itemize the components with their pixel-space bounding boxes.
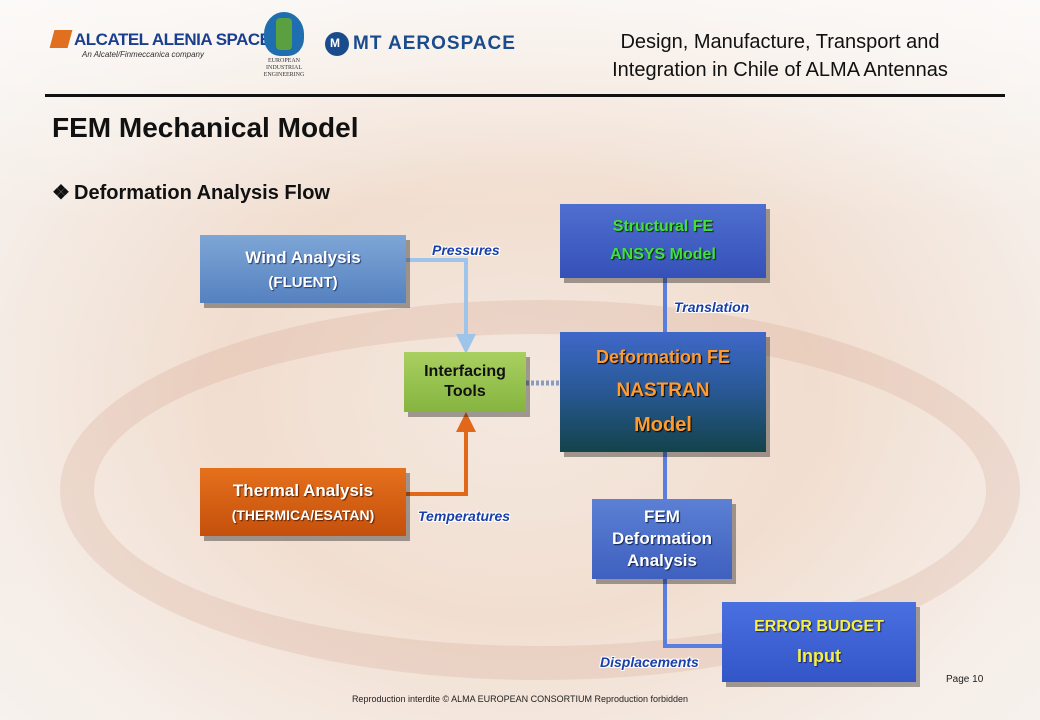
wind-analysis-tool: (FLUENT) [268, 273, 338, 291]
interfacing-line2: Tools [444, 383, 486, 400]
translation-label: Translation [674, 299, 750, 315]
document-title-line2: Integration in Chile of ALMA Antennas [612, 59, 948, 81]
thermal-analysis-title: Thermal Analysis [232, 481, 374, 500]
error-budget-line2: Input [797, 645, 841, 666]
document-title-line1: Design, Manufacture, Transport and [620, 31, 940, 53]
error-budget-node: ERROR BUDGET Input [722, 602, 916, 682]
fem-line2: Deformation [611, 529, 713, 548]
alcatel-alenia-logo: ALCATEL ALENIA SPACE An Alcatel/Finmecca… [49, 30, 271, 59]
bullet-item: ❖Deformation Analysis Flow [52, 180, 330, 205]
deformation-fe-line3: Model [634, 414, 692, 436]
mt-aerospace-logo: MT AEROSPACE [325, 32, 516, 56]
alcatel-logo-name: ALCATEL ALENIA SPACE [74, 30, 271, 49]
structural-line1: Structural FE [612, 218, 714, 235]
deformation-fe-line2: NASTRAN [616, 380, 710, 401]
eie-emblem-icon [264, 12, 304, 56]
error-budget-line1: ERROR BUDGET [754, 617, 884, 635]
thermal-analysis-tool: (THERMICA/ESATAN) [231, 507, 375, 523]
pressures-label: Pressures [432, 242, 500, 258]
thermal-analysis-node: Thermal Analysis (THERMICA/ESATAN) [200, 468, 406, 536]
header-divider [45, 94, 1005, 97]
temperatures-label: Temperatures [418, 508, 511, 524]
temperatures-connector [406, 412, 476, 496]
fem-line3: Analysis [627, 551, 697, 570]
alcatel-logo-subtitle: An Alcatel/Finmeccanica company [82, 50, 204, 59]
structural-fe-node: Structural FE ANSYS Model [560, 204, 766, 278]
wind-analysis-node: Wind Analysis (FLUENT) [200, 235, 406, 303]
diamond-bullet-icon: ❖ [52, 182, 70, 204]
wind-analysis-title: Wind Analysis [245, 247, 361, 267]
document-title: Design, Manufacture, Transport and Integ… [560, 28, 1000, 84]
eie-logo-text: EUROPEAN INDUSTRIAL ENGINEERING [263, 58, 305, 78]
mt-aerospace-logo-name: MT AEROSPACE [353, 33, 516, 54]
displacements-connector [663, 579, 722, 648]
european-industrial-engineering-logo: EUROPEAN INDUSTRIAL ENGINEERING [260, 12, 308, 79]
deformation-fe-line1: Deformation FE [595, 347, 730, 367]
bullet-text: Deformation Analysis Flow [74, 182, 330, 204]
mt-aerospace-emblem-icon [325, 32, 349, 56]
fem-deformation-analysis-node: FEM Deformation Analysis [592, 499, 732, 579]
structural-line2: ANSYS Model [610, 246, 716, 263]
page-title: FEM Mechanical Model [52, 112, 359, 143]
interfacing-line1: Interfacing [424, 363, 506, 380]
pressures-connector [406, 258, 476, 354]
fem-line1: FEM [644, 507, 680, 526]
displacements-label: Displacements [600, 654, 699, 670]
deformation-fe-node: Deformation FE NASTRAN Model [560, 332, 766, 452]
page-number: Page 10 [946, 674, 984, 685]
interfacing-tools-node: Interfacing Tools [404, 352, 526, 412]
header: ALCATEL ALENIA SPACE An Alcatel/Finmecca… [0, 0, 1040, 96]
footer-copyright: Reproduction interdite © ALMA EUROPEAN C… [351, 694, 689, 704]
